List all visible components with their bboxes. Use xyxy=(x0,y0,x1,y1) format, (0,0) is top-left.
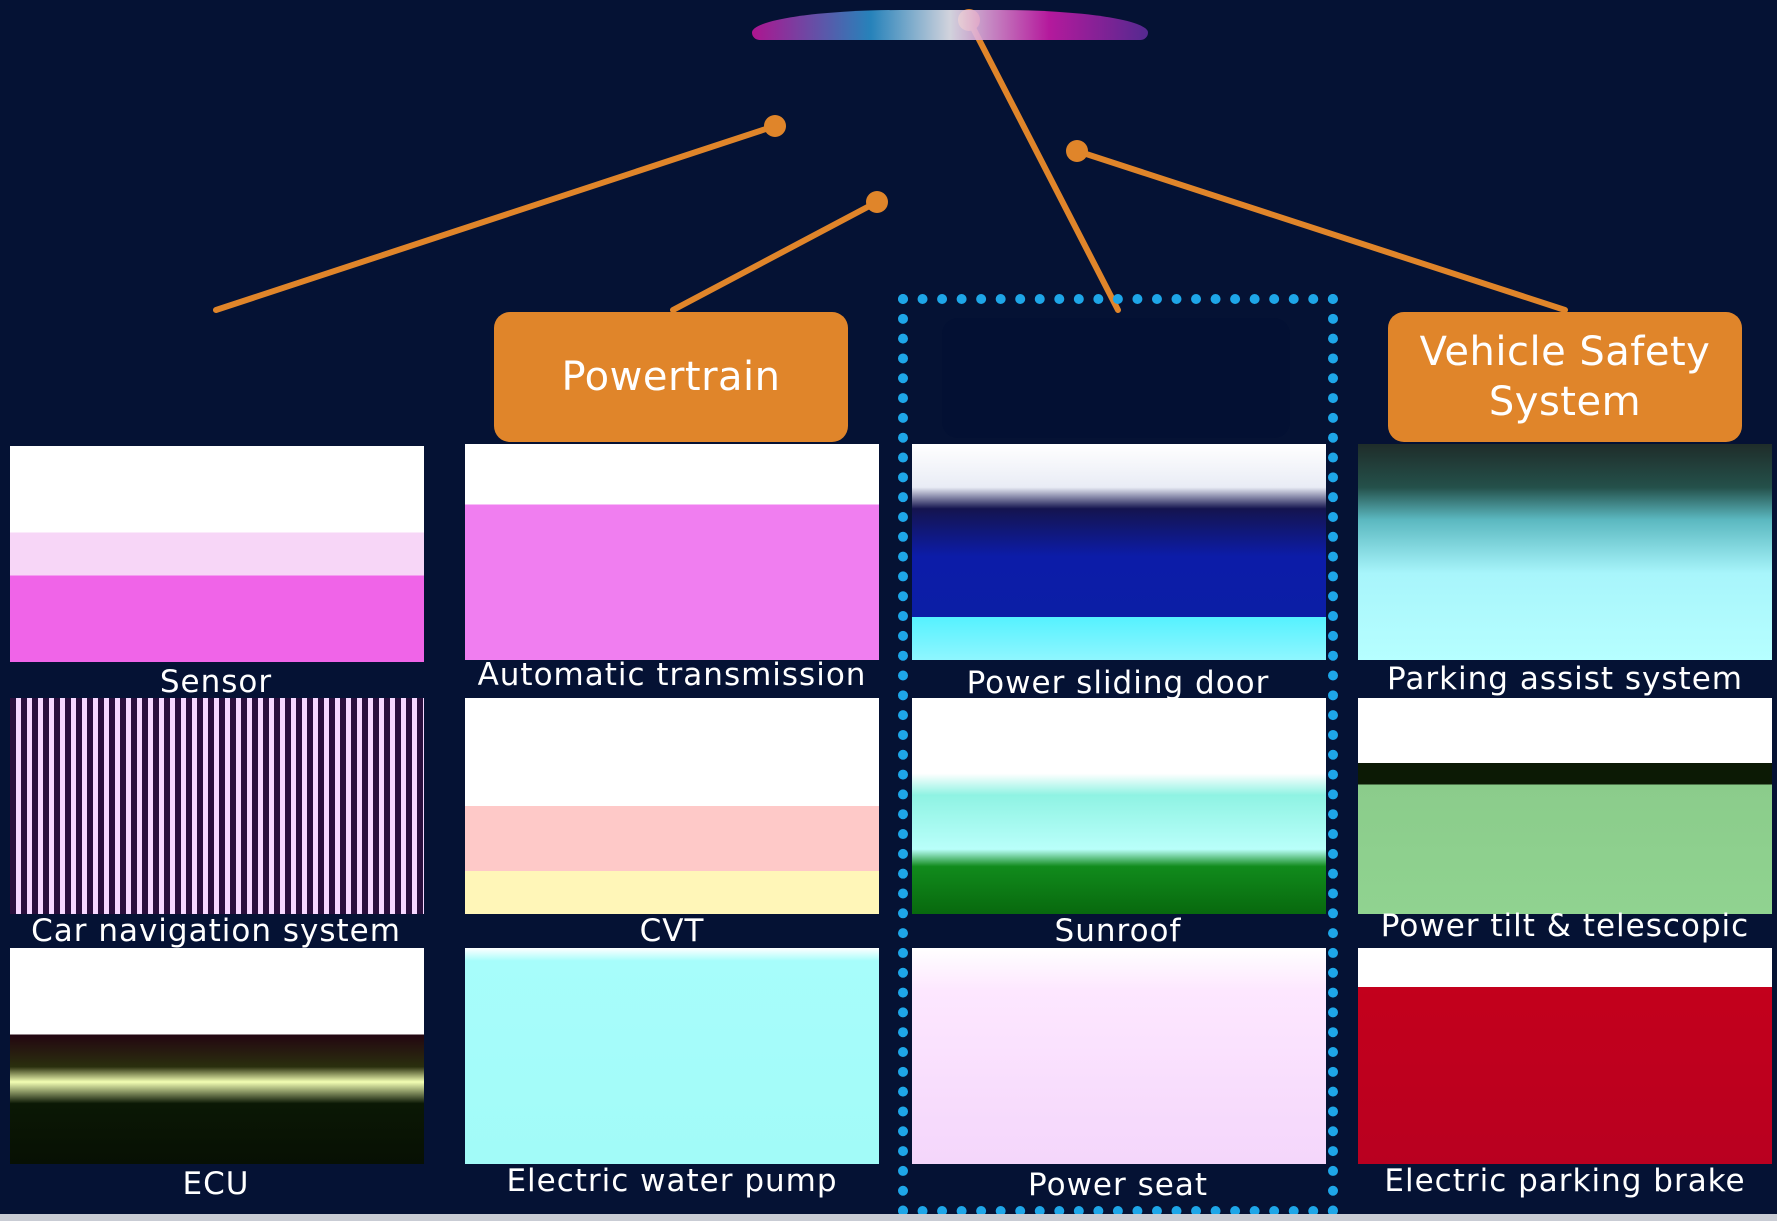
tile-parking-assist-image xyxy=(1358,444,1772,660)
tile-caption-parking-assist: Parking assist system xyxy=(1387,661,1743,697)
category-powertrain-label: Powertrain xyxy=(561,354,781,400)
tile-sunroof-image xyxy=(912,698,1326,914)
tile-automatic-transmission-image xyxy=(465,444,879,660)
category-body xyxy=(942,318,1290,438)
connector-powertrain xyxy=(670,199,880,313)
category-safety-label: Vehicle Safety System xyxy=(1419,329,1711,425)
tile-caption-electric-parking-brake: Electric parking brake xyxy=(1384,1163,1746,1199)
tile-caption-sunroof: Sunroof xyxy=(1054,913,1182,949)
tile-caption-electric-water-pump: Electric water pump xyxy=(506,1163,838,1199)
tile-caption-car-navigation: Car navigation system xyxy=(31,913,401,949)
tile-caption-automatic-transmission: Automatic transmission xyxy=(477,657,867,693)
category-powertrain: Powertrain xyxy=(494,312,848,442)
connector-sensors xyxy=(213,123,778,313)
tile-electric-water-pump-image xyxy=(465,948,879,1164)
tile-power-seat-image xyxy=(912,948,1326,1164)
tile-caption-power-seat: Power seat xyxy=(1028,1167,1208,1203)
tile-cvt-image xyxy=(465,698,879,914)
highlight-frame xyxy=(898,294,1338,1216)
connector-body xyxy=(966,17,1121,313)
tile-caption-power-tilt: Power tilt & telescopic xyxy=(1380,908,1750,944)
tile-caption-sensor: Sensor xyxy=(159,664,273,700)
tile-caption-cvt: CVT xyxy=(639,913,705,949)
bottom-strip xyxy=(0,1214,1777,1221)
category-vehicle-safety: Vehicle Safety System xyxy=(1388,312,1742,442)
tile-electric-parking-brake-image xyxy=(1358,948,1772,1164)
tile-caption-power-sliding-door: Power sliding door xyxy=(966,665,1270,701)
tile-car-navigation-image xyxy=(10,698,424,914)
connector-safety xyxy=(1074,148,1568,313)
tile-caption-ecu: ECU xyxy=(182,1166,250,1202)
vehicle-hub-image xyxy=(752,10,1148,40)
tile-sensor-image xyxy=(10,446,424,662)
tile-power-tilt-image xyxy=(1358,698,1772,914)
node-dot-sensors xyxy=(764,115,786,137)
tile-power-sliding-door-image xyxy=(912,444,1326,660)
tile-ecu-image xyxy=(10,948,424,1164)
node-dot-powertrain xyxy=(866,191,888,213)
node-dot-safety xyxy=(1066,140,1088,162)
